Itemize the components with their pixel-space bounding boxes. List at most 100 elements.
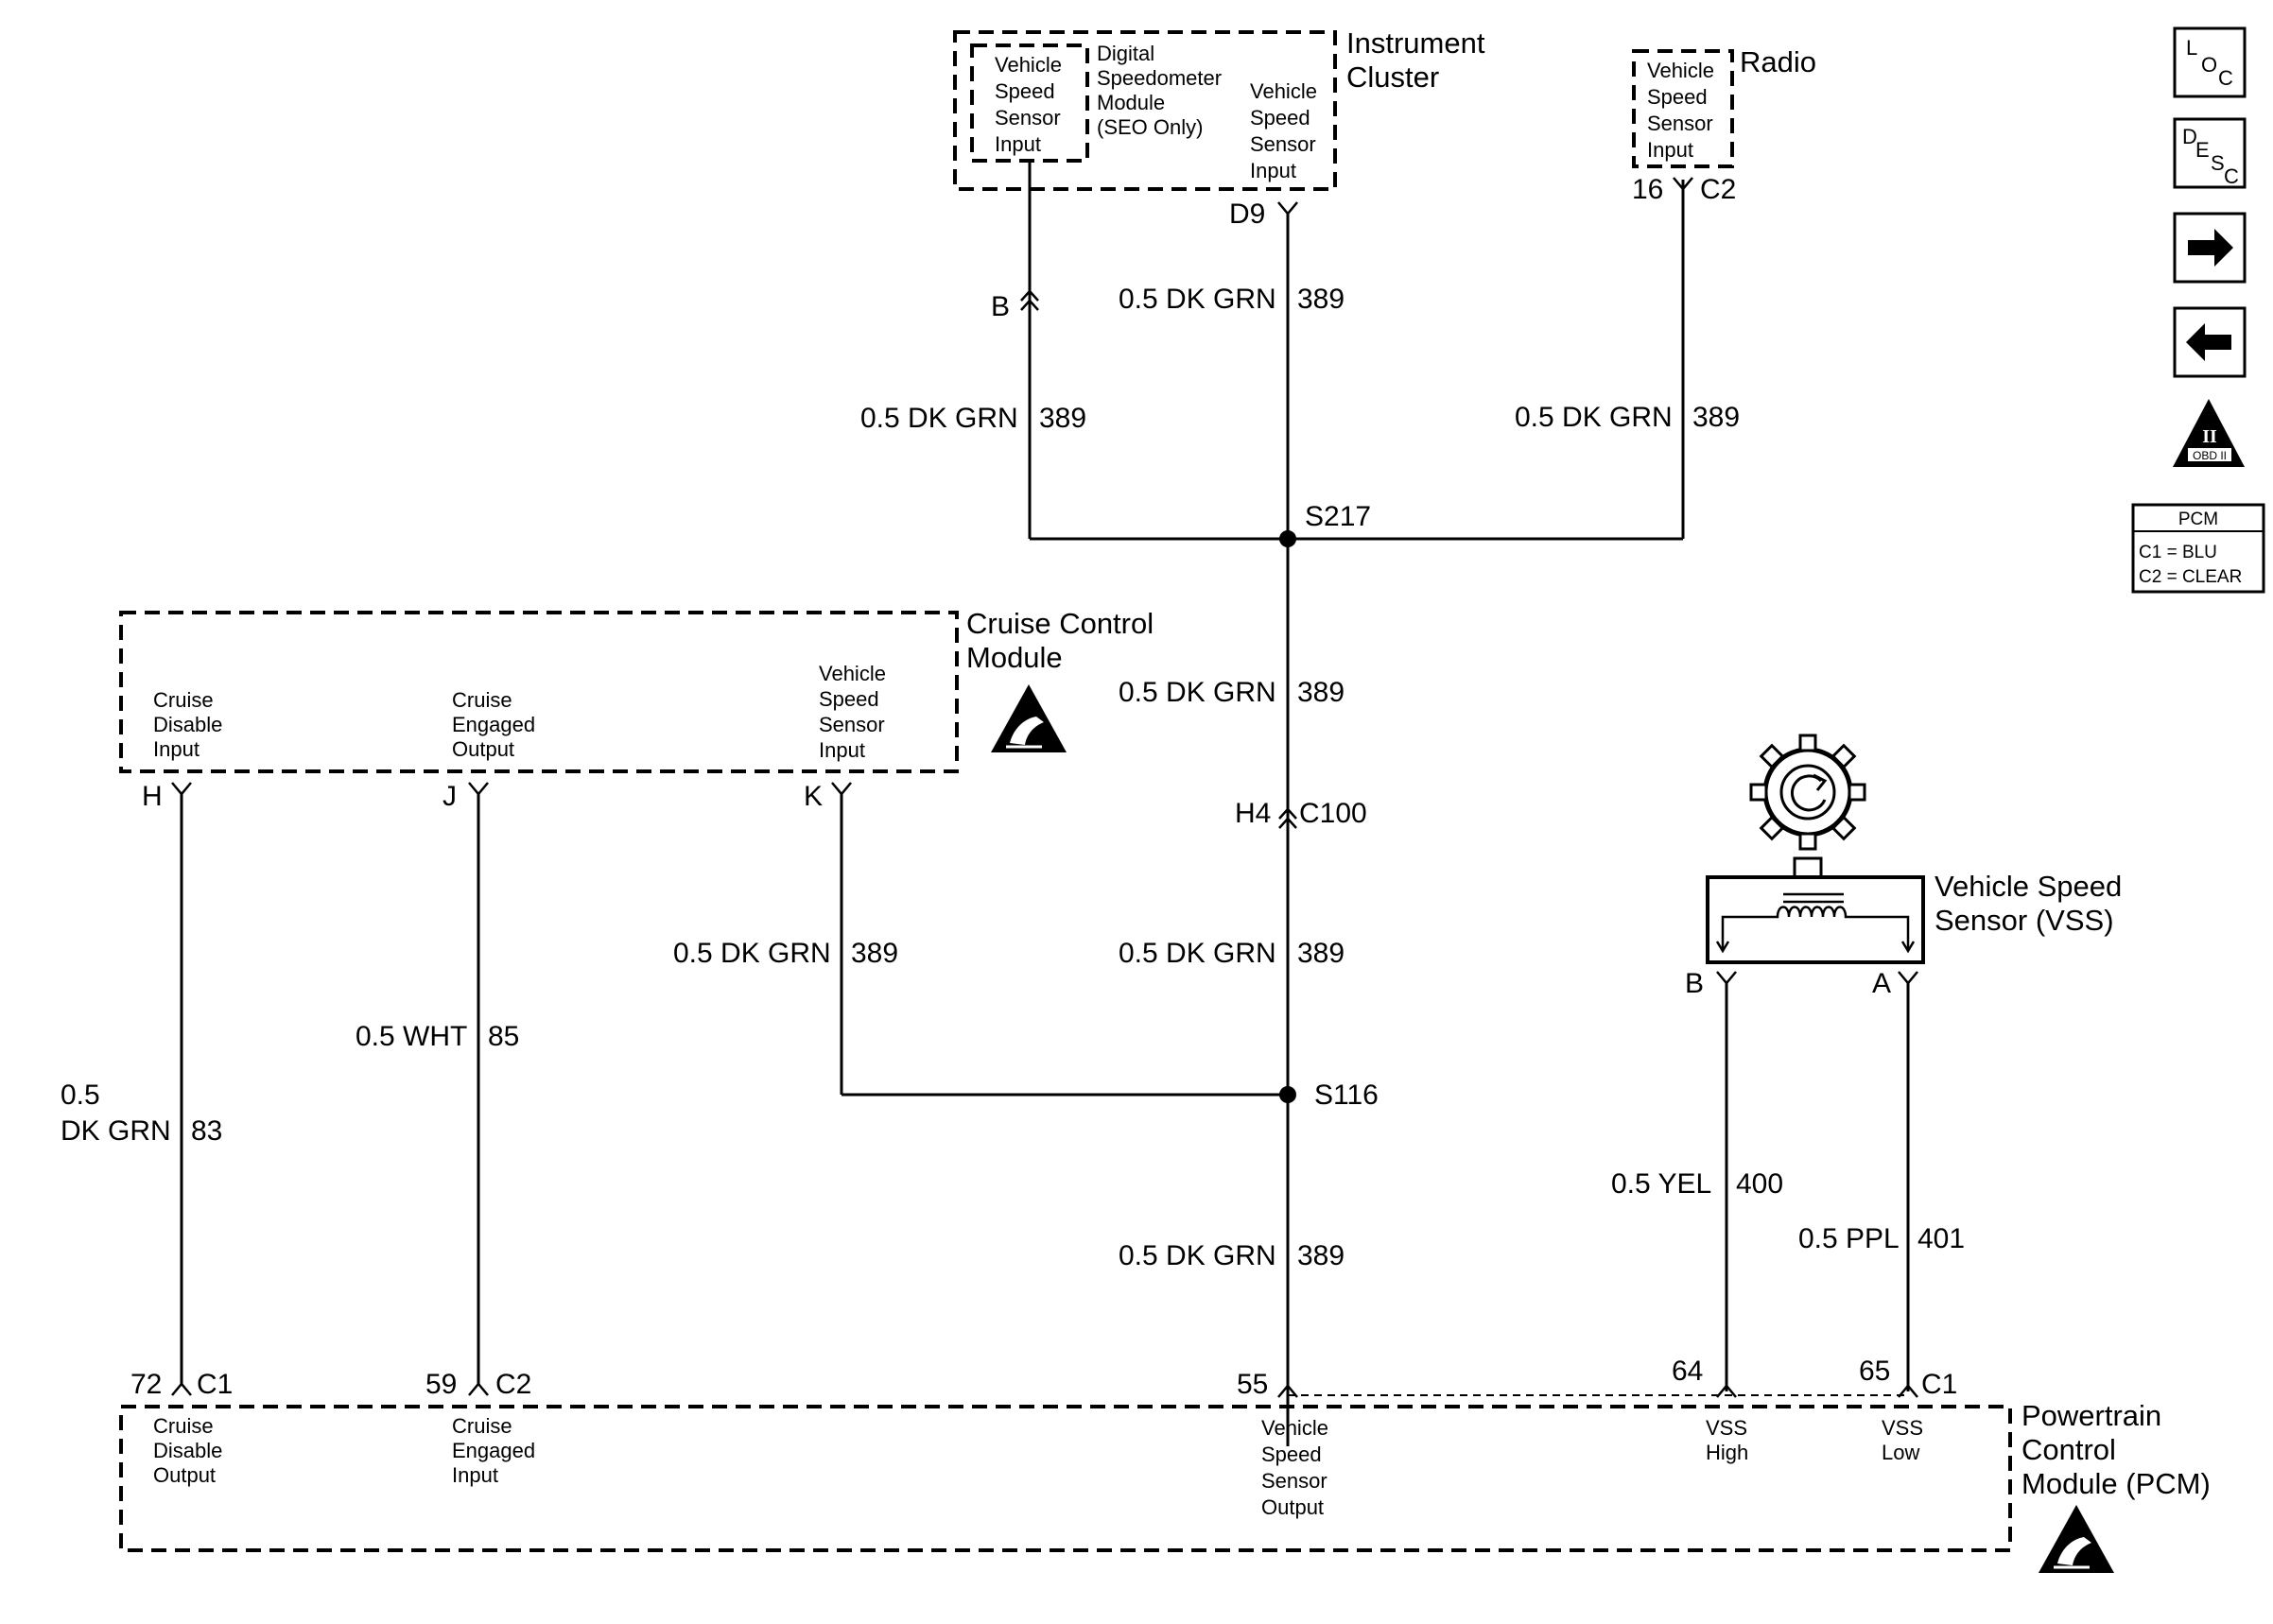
pcm-connector-legend: PCM C1 = BLU C2 = CLEAR bbox=[2131, 503, 2265, 594]
wire-trunk-lower-color: 0.5 DK GRN bbox=[1119, 1240, 1276, 1271]
wires-top bbox=[1028, 161, 1685, 1446]
speedometer-inner-input-label: Vehicle Speed Sensor Input bbox=[995, 53, 1067, 156]
terminal-pcm-72-icon bbox=[171, 1382, 192, 1396]
radio-title: Radio bbox=[1740, 45, 1816, 78]
pcm-pin-55: 55 bbox=[1237, 1369, 1268, 1400]
vss-body bbox=[1706, 875, 1925, 964]
wire-cruise-h-circuit: 83 bbox=[191, 1115, 222, 1147]
wire-cruise-j-color: 0.5 WHT bbox=[356, 1021, 467, 1052]
cluster-pin-b: B bbox=[991, 291, 1010, 322]
vss-title: Vehicle Speed Sensor (VSS) bbox=[1935, 870, 2130, 937]
pcm-cruise-disable-output-label: Cruise Disable Output bbox=[153, 1414, 229, 1487]
inline-connector-b-icon bbox=[1020, 289, 1039, 311]
wires-vss: 0.5 YEL 400 0.5 PPL 401 bbox=[1611, 983, 1965, 1391]
terminal-vss-a-icon bbox=[1898, 971, 1918, 985]
pcm-pin-59: 59 bbox=[425, 1369, 457, 1400]
wire-cluster-b-circuit: 389 bbox=[1039, 403, 1086, 434]
powertrain-control-module: Powertrain Control Module (PCM) 72 C1 59… bbox=[119, 1356, 2211, 1573]
legend-line-1: C1 = BLU bbox=[2139, 543, 2217, 562]
pcm-pin-65-connector: C1 bbox=[1921, 1369, 1957, 1400]
svg-text:O: O bbox=[2201, 53, 2217, 77]
wire-vss-high-color: 0.5 YEL bbox=[1611, 1168, 1711, 1200]
splice-s116-dot bbox=[1279, 1086, 1296, 1103]
pcm-pin-65: 65 bbox=[1859, 1356, 1890, 1387]
terminal-pcm-55-icon bbox=[1277, 1384, 1298, 1398]
pcm-pin-72: 72 bbox=[130, 1369, 162, 1400]
terminal-h-icon bbox=[171, 782, 192, 796]
wire-cruise-h-color: 0.5 DK GRN bbox=[61, 1080, 171, 1147]
wire-cluster-b-color: 0.5 DK GRN bbox=[860, 403, 1018, 434]
cruise-terminals: H J K bbox=[142, 781, 852, 812]
wire-trunk-upper-color: 0.5 DK GRN bbox=[1119, 677, 1276, 708]
wire-vss-low-color: 0.5 PPL bbox=[1798, 1223, 1900, 1254]
pcm-pin-59-connector: C2 bbox=[495, 1369, 531, 1400]
pcm-pin-64: 64 bbox=[1672, 1356, 1703, 1387]
trunk-labels: 0.5 DK GRN 389 H4 C100 0.5 DK GRN 389 0.… bbox=[61, 677, 1379, 1271]
instrument-cluster-box bbox=[953, 30, 1337, 191]
description-icon[interactable]: D E S C bbox=[2173, 117, 2247, 189]
radio-connector: C2 bbox=[1700, 174, 1736, 205]
wire-trunk-upper-circuit: 389 bbox=[1297, 677, 1345, 708]
wire-radio-color: 0.5 DK GRN bbox=[1515, 402, 1673, 433]
svg-text:D: D bbox=[2182, 125, 2197, 148]
location-icon[interactable]: L O C bbox=[2173, 26, 2247, 98]
legend-title: PCM bbox=[2178, 510, 2218, 529]
cruise-pin-j: J bbox=[442, 781, 457, 812]
terminal-pcm-64-icon bbox=[1716, 1384, 1737, 1398]
coil-icon bbox=[1715, 892, 1916, 954]
cruise-pin-h: H bbox=[142, 781, 163, 812]
instrument-cluster: Instrument Cluster Vehicle Speed Sensor … bbox=[953, 26, 1493, 191]
wire-cluster-d9-color: 0.5 DK GRN bbox=[1119, 284, 1276, 315]
cruise-control-module-title: Cruise Control Module bbox=[966, 607, 1162, 674]
nav-icons: L O C D E S C OBD II II bbox=[2173, 26, 2247, 467]
terminal-d9-icon bbox=[1277, 201, 1298, 216]
vss-pin-b: B bbox=[1685, 968, 1704, 999]
radio-box bbox=[1632, 49, 1734, 168]
cluster-vss-input-label: Vehicle Speed Sensor Input bbox=[1250, 79, 1323, 182]
cluster-pin-d9: D9 bbox=[1229, 199, 1265, 230]
vss-pin-a: A bbox=[1872, 968, 1891, 999]
terminals-top: B D9 16 C2 bbox=[991, 174, 1736, 322]
splice-s217-dot bbox=[1279, 530, 1296, 547]
terminal-k-icon bbox=[831, 782, 852, 796]
wire-cruise-k-circuit: 389 bbox=[851, 938, 898, 969]
svg-text:L: L bbox=[2186, 36, 2197, 60]
wire-cruise-k-color: 0.5 DK GRN bbox=[673, 938, 831, 969]
wire-labels-top: 0.5 DK GRN 389 0.5 DK GRN 389 0.5 DK GRN… bbox=[860, 284, 1740, 532]
wire-cruise-j-circuit: 85 bbox=[488, 1021, 519, 1052]
esd-warning-icon bbox=[991, 684, 1067, 752]
instrument-cluster-title: Instrument Cluster bbox=[1346, 26, 1493, 94]
svg-text:OBD II: OBD II bbox=[2193, 449, 2227, 462]
wire-vss-high-circuit: 400 bbox=[1736, 1168, 1783, 1200]
wire-trunk-mid-color: 0.5 DK GRN bbox=[1119, 938, 1276, 969]
cruise-pin-k: K bbox=[804, 781, 823, 812]
svg-text:S: S bbox=[2211, 151, 2225, 175]
cruise-disable-input-label: Cruise Disable Input bbox=[153, 688, 229, 761]
wire-trunk-lower-circuit: 389 bbox=[1297, 1240, 1345, 1271]
wire-radio-circuit: 389 bbox=[1692, 402, 1740, 433]
pcm-vss-output-label: Vehicle Speed Sensor Output bbox=[1261, 1416, 1334, 1519]
wires-cruise bbox=[180, 794, 1296, 1384]
next-page-arrow-icon[interactable] bbox=[2173, 212, 2247, 284]
pcm-pin-72-connector: C1 bbox=[197, 1369, 233, 1400]
svg-text:C: C bbox=[2218, 66, 2233, 90]
inline-connector-c100-icon bbox=[1278, 807, 1297, 829]
pcm-vss-high-label: VSS High bbox=[1706, 1416, 1753, 1464]
vehicle-speed-sensor: Vehicle Speed Sensor (VSS) B A bbox=[1685, 734, 2130, 999]
wire-vss-low-circuit: 401 bbox=[1917, 1223, 1965, 1254]
sensor-tip bbox=[1793, 856, 1823, 879]
terminal-radio-icon bbox=[1673, 177, 1693, 191]
legend-box bbox=[2131, 503, 2265, 594]
radio-vss-input-label: Vehicle Speed Sensor Input bbox=[1647, 59, 1720, 162]
cruise-control-module: Cruise Control Module Cruise Disable Inp… bbox=[119, 607, 1162, 773]
legend-line-2: C2 = CLEAR bbox=[2139, 567, 2242, 587]
radio-pin: 16 bbox=[1632, 174, 1663, 205]
cruise-vss-input-label: Vehicle Speed Sensor Input bbox=[819, 662, 892, 762]
svg-text:E: E bbox=[2195, 138, 2210, 162]
previous-page-arrow-icon[interactable] bbox=[2173, 306, 2247, 378]
pcm-esd-warning-icon bbox=[2039, 1505, 2114, 1573]
obd-ii-icon[interactable]: OBD II II bbox=[2173, 399, 2245, 467]
reluctor-wheel-icon bbox=[1749, 734, 1866, 851]
terminal-pcm-59-icon bbox=[468, 1382, 489, 1396]
